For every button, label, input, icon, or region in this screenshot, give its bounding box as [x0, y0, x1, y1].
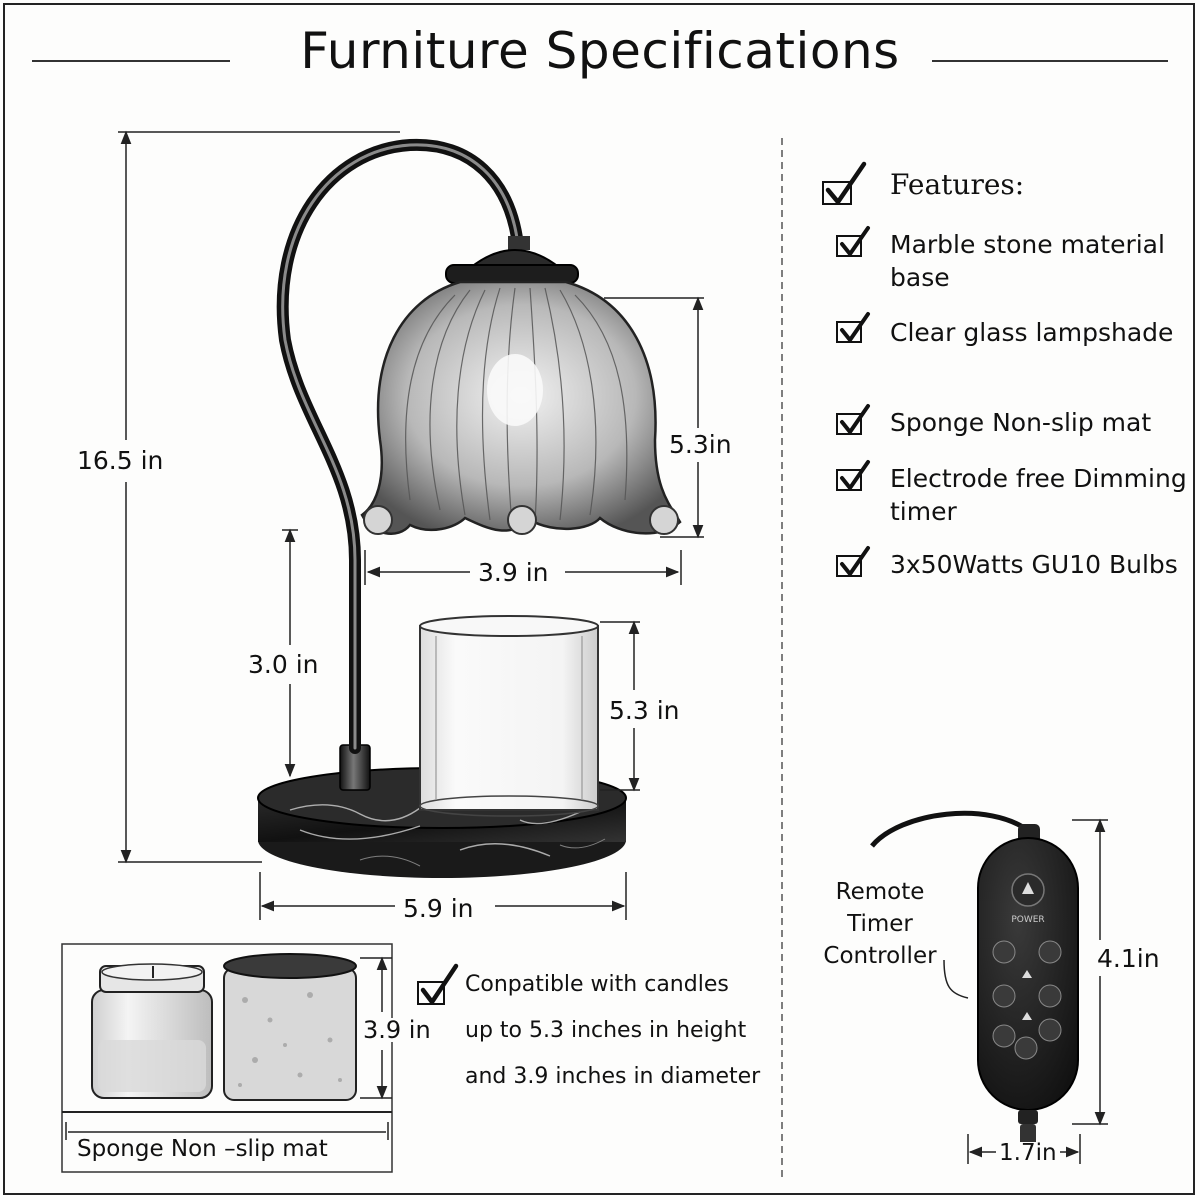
title-rule-right [932, 60, 1168, 62]
feature-item: Sponge Non-slip mat [890, 408, 1152, 437]
remote-label-line: Remote [835, 879, 925, 905]
checkmark-icon [836, 226, 870, 257]
feature-item: Marble stone material base [890, 230, 1165, 292]
feature-item: Clear glass lampshade [890, 318, 1174, 347]
compat-line-2: up to 5.3 inches in height [465, 1018, 747, 1043]
remote-power-label: POWER [1011, 915, 1044, 925]
feature-item: Electrode free Dimming timer [890, 464, 1187, 526]
dim-shade-width: 3.9 in [475, 560, 552, 585]
compat-line-3: and 3.9 inches in diameter [465, 1064, 761, 1089]
glass-cylinder [419, 625, 599, 811]
compat-line-1: Conpatible with candles [465, 972, 729, 997]
dim-glass-height: 5.3 in [606, 698, 683, 723]
lamp-illustration [257, 138, 682, 878]
remote-label: Remote Timer Controller [810, 876, 950, 972]
remote-controller-illustration: POWER [870, 810, 1079, 1146]
dim-shade-height: 5.3in [666, 432, 735, 457]
dim-remote-width: 1.7in [996, 1142, 1060, 1165]
dim-base-width: 5.9 in [400, 896, 477, 921]
page-border [3, 3, 1195, 1195]
checkmark-icon [836, 312, 870, 343]
dim-candle-height: 3.9 in [360, 1018, 434, 1042]
checkmark-icon [417, 963, 459, 1005]
mat-box [61, 943, 393, 1173]
remote-label-line: Controller [823, 943, 937, 969]
page-title: Furniture Specifications [300, 22, 900, 80]
dim-remote-height: 4.1in [1094, 946, 1163, 971]
mat-caption: Sponge Non –slip mat [74, 1138, 331, 1161]
checkmark-icon [836, 460, 870, 491]
lamp-dimension-lines [118, 130, 704, 920]
candle-jar-illustration [91, 963, 213, 1099]
checkmark-icon [822, 161, 867, 205]
mat-cylinder-illustration [223, 953, 357, 1101]
checkmark-icon [836, 546, 870, 577]
features-heading: Features: [890, 168, 1025, 201]
dim-base-to-shade: 3.0 in [245, 652, 322, 677]
remote-label-line: Timer [847, 911, 913, 937]
dim-total-height: 16.5 in [74, 448, 167, 473]
feature-item: 3x50Watts GU10 Bulbs [890, 550, 1178, 579]
title-rule-left [32, 60, 230, 62]
checkmark-icon [836, 404, 870, 435]
